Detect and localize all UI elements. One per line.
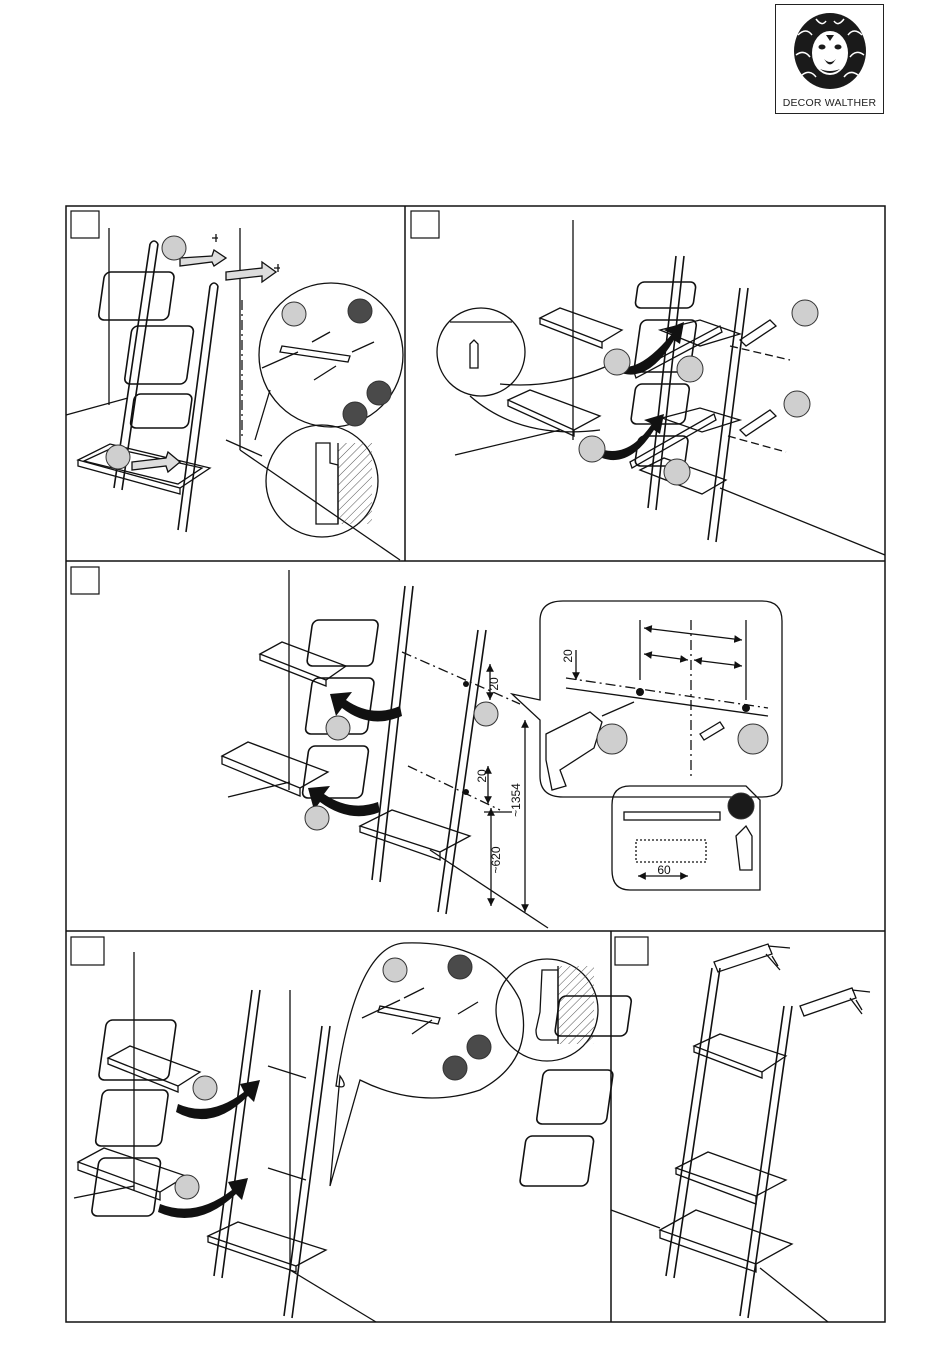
step-boxes: [71, 211, 648, 965]
panel-3-dimension-labels: 20 20 ~1354 ~620 20 60: [475, 649, 671, 877]
dim-offset-upper: 20: [487, 677, 501, 691]
step-2-box: [411, 211, 439, 238]
step-5-box: [615, 937, 648, 965]
step-1-box: [71, 211, 99, 238]
panel-4-illustration: [74, 943, 598, 1322]
panel-1-illustration: [66, 228, 403, 560]
dim-drill-depth: 60: [657, 863, 671, 877]
panel-4-badges: [175, 955, 491, 1199]
dim-offset-lower: 20: [475, 769, 489, 783]
dim-height-total: ~1354: [509, 783, 523, 817]
step-4-box: [71, 937, 104, 965]
panel-2-illustration: [437, 220, 885, 555]
panel-2-arrows: [602, 322, 684, 460]
step-3-box: [71, 567, 99, 594]
dim-height-lower: ~620: [489, 846, 503, 873]
dim-detail-offset: 20: [561, 649, 575, 663]
